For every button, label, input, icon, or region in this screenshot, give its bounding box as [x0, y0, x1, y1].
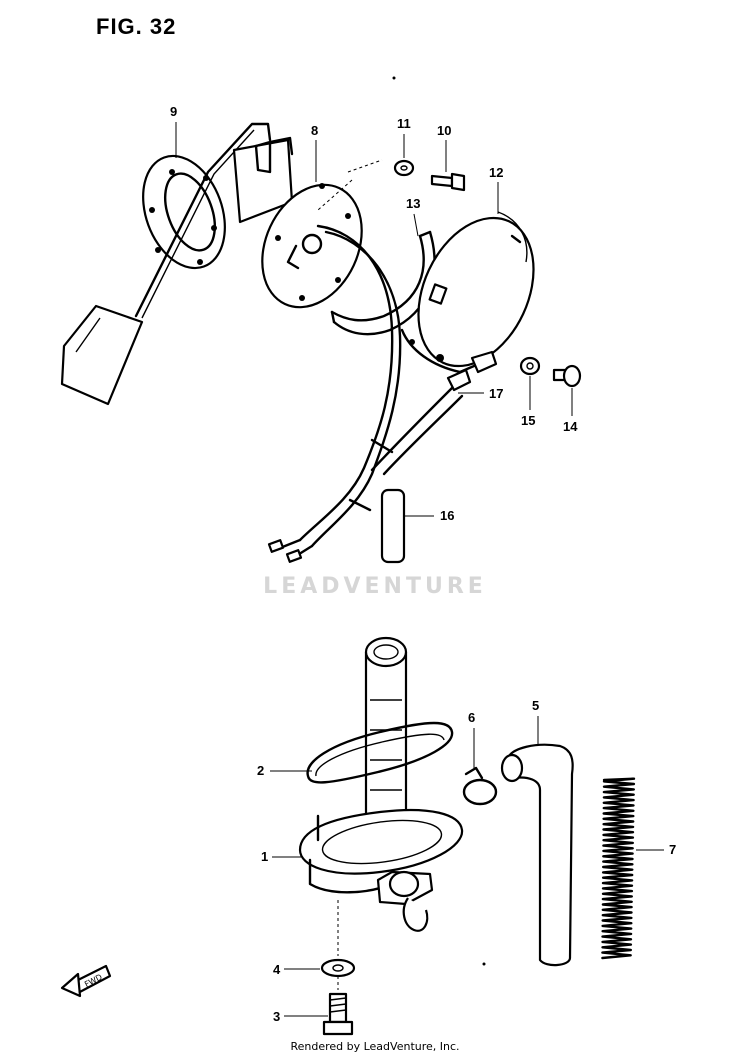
part-12-cover — [400, 211, 535, 392]
assembly-line-11 — [347, 159, 383, 173]
callout-10: 10 — [437, 123, 451, 138]
figure-title: FIG. 32 — [96, 14, 177, 39]
speck — [392, 76, 396, 80]
part-5-fuel-hose — [500, 743, 574, 967]
part-9-gasket-float-arm — [60, 122, 294, 406]
callout-5: 5 — [532, 698, 539, 713]
callout-13: 13 — [406, 196, 420, 211]
part-11-washer — [393, 159, 415, 177]
callout-9: 9 — [170, 104, 177, 119]
part-4-washer — [320, 958, 356, 978]
callout-7: 7 — [669, 842, 676, 857]
callout-12: 12 — [489, 165, 503, 180]
callout-15: 15 — [521, 413, 535, 428]
part-2-o-ring — [306, 721, 454, 784]
callout-6: 6 — [468, 710, 475, 725]
part-8-sender-plate — [261, 183, 363, 309]
part-14-screw — [552, 364, 582, 388]
callout-17: 17 — [489, 386, 503, 401]
speck — [482, 962, 486, 966]
part-10-screw — [430, 172, 466, 192]
callout-1: 1 — [261, 849, 268, 864]
callout-2: 2 — [257, 763, 264, 778]
callout-4: 4 — [273, 962, 281, 977]
callout-11: 11 — [397, 116, 411, 131]
part-6-hose-clip — [462, 766, 498, 806]
callout-14: 14 — [563, 419, 578, 434]
callout-16: 16 — [440, 508, 454, 523]
part-15-washer — [519, 356, 541, 376]
part-3-bolt — [322, 992, 354, 1036]
watermark: LEADVENTURE — [263, 574, 487, 599]
callout-3: 3 — [273, 1009, 280, 1024]
part-1-fuel-cock — [298, 636, 464, 932]
callout-8: 8 — [311, 123, 318, 138]
wiring-harness — [267, 224, 464, 564]
assembly-line-8 — [317, 179, 353, 211]
callouts: 9 8 11 10 12 13 17 15 14 16 6 5 — [170, 104, 676, 1024]
footer-credit: Rendered by LeadVenture, Inc. — [290, 1040, 460, 1053]
direction-arrow-icon: FWD — [60, 964, 112, 998]
part-7-spring — [601, 777, 636, 960]
